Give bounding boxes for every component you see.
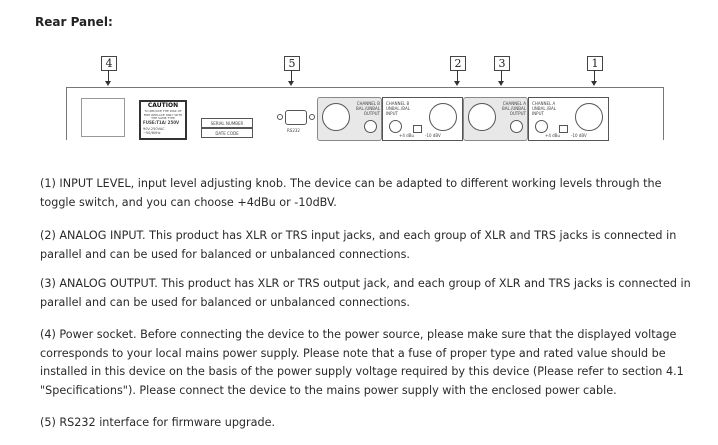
level-switch: [413, 125, 422, 133]
arrow-icon: [454, 70, 460, 86]
description-power-socket: (4) Power socket. Before connecting the …: [40, 328, 684, 398]
trs-jack: [389, 120, 402, 133]
xlr-jack: [575, 103, 603, 131]
channel-a-output: CHANNEL A BAL./UNBAL OUTPUT: [463, 97, 528, 141]
channel-b-input: CHANNEL B UNBAL./BAL INPUT +4 dBu -10 dB…: [382, 97, 463, 141]
trs-jack: [510, 120, 523, 133]
section-title: Rear Panel:: [35, 15, 113, 29]
level-switch: [559, 125, 568, 133]
channel-a-input: CHANNEL A UNBAL./BAL INPUT +4 dBu -10 dB…: [528, 97, 609, 141]
serial-number-box: SERIAL NUMBER: [201, 118, 253, 128]
description-analog-output: (3) ANALOG OUTPUT. This product has XLR …: [40, 277, 691, 309]
rear-panel-diagram: 4 5 2 3 1 CAUTION TO REDUCE THE RISK OF …: [0, 50, 718, 145]
power-socket: [81, 98, 125, 137]
trs-jack: [364, 120, 377, 133]
xlr-jack: [322, 103, 350, 131]
callout-1: 1: [587, 56, 603, 71]
screw-icon: [277, 114, 283, 120]
xlr-jack: [429, 103, 457, 131]
channel-b-output: CHANNEL B BAL./UNBAL OUTPUT: [317, 97, 382, 141]
description-rs232: (5) RS232 interface for firmware upgrade…: [40, 416, 276, 429]
xlr-jack: [468, 103, 496, 131]
callout-2: 2: [450, 56, 466, 71]
arrow-icon: [498, 70, 504, 86]
screw-icon: [309, 114, 315, 120]
caution-label: CAUTION TO REDUCE THE RISK OF FIRE REPLA…: [139, 100, 187, 140]
arrow-icon: [288, 70, 294, 86]
callout-5: 5: [284, 56, 300, 71]
rs232-port: [285, 110, 307, 125]
description-input-level: (1) INPUT LEVEL, input level adjusting k…: [40, 177, 662, 209]
arrow-icon: [591, 70, 597, 86]
date-code-box: DATE CODE: [201, 128, 253, 138]
callout-4: 4: [101, 56, 117, 71]
arrow-icon: [105, 70, 111, 86]
rear-panel: CAUTION TO REDUCE THE RISK OF FIRE REPLA…: [66, 87, 664, 141]
description-analog-input: (2) ANALOG INPUT. This product has XLR o…: [40, 229, 677, 261]
trs-jack: [535, 120, 548, 133]
callout-3: 3: [494, 56, 510, 71]
